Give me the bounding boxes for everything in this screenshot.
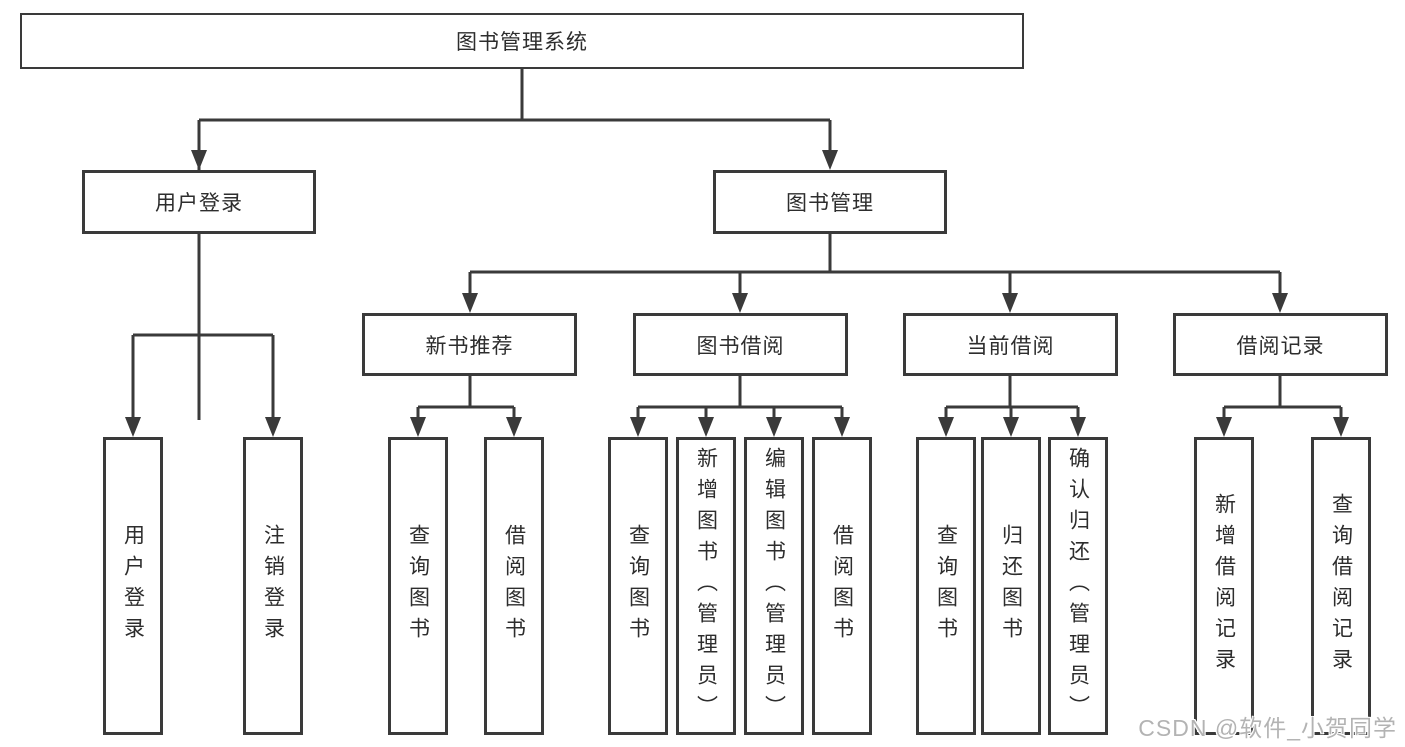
leaf-borrow-book-recommend: 借阅图书	[484, 437, 544, 735]
node-book-management: 图书管理	[713, 170, 947, 234]
connector-bookmgmt-to-level3	[462, 234, 1288, 313]
leaf-add-borrow-record-label: 新增借阅记录	[1212, 493, 1236, 679]
leaf-query-book-borrow-label: 查询图书	[626, 524, 650, 648]
leaf-user-login: 用户登录	[103, 437, 163, 735]
leaf-add-book-admin-label: 新增图书（管理员）	[694, 446, 718, 726]
leaf-add-borrow-record: 新增借阅记录	[1194, 437, 1254, 735]
node-user-login-label: 用户登录	[155, 192, 243, 215]
node-borrow-record: 借阅记录	[1173, 313, 1388, 376]
connector-root-to-level2	[191, 69, 838, 420]
leaf-return-book-label: 归还图书	[999, 524, 1023, 648]
leaf-borrow-book: 借阅图书	[812, 437, 872, 735]
node-book-management-label: 图书管理	[786, 192, 874, 215]
leaf-confirm-return-admin: 确认归还（管理员）	[1048, 437, 1108, 735]
leaf-edit-book-admin-label: 编辑图书（管理员）	[762, 446, 786, 726]
leaf-query-book-recommend: 查询图书	[388, 437, 448, 735]
leaf-query-book-borrow: 查询图书	[608, 437, 668, 735]
leaf-borrow-book-recommend-label: 借阅图书	[502, 524, 526, 648]
leaf-query-borrow-record-label: 查询借阅记录	[1329, 493, 1353, 679]
node-borrow-record-label: 借阅记录	[1236, 334, 1325, 358]
leaf-query-book-current-label: 查询图书	[934, 524, 958, 648]
node-user-login: 用户登录	[82, 170, 316, 234]
connector-newbookrec-to-leaves	[410, 376, 522, 437]
node-root-system-label: 图书管理系统	[456, 31, 588, 54]
connector-bookborrow-to-leaves	[630, 376, 850, 437]
node-book-borrow: 图书借阅	[633, 313, 848, 376]
leaf-logout: 注销登录	[243, 437, 303, 735]
leaf-edit-book-admin: 编辑图书（管理员）	[744, 437, 804, 735]
leaf-query-book-recommend-label: 查询图书	[406, 524, 430, 648]
connector-borrowrecord-to-leaves	[1216, 376, 1349, 437]
leaf-borrow-book-label: 借阅图书	[830, 524, 854, 648]
node-new-book-recommend: 新书推荐	[362, 313, 577, 376]
leaf-query-book-current: 查询图书	[916, 437, 976, 735]
node-current-borrow-label: 当前借阅	[966, 334, 1055, 358]
leaf-user-login-label: 用户登录	[121, 524, 145, 648]
node-book-borrow-label: 图书借阅	[696, 334, 785, 358]
node-root-system: 图书管理系统	[20, 13, 1024, 69]
leaf-logout-label: 注销登录	[261, 524, 285, 648]
leaf-add-book-admin: 新增图书（管理员）	[676, 437, 736, 735]
leaf-return-book: 归还图书	[981, 437, 1041, 735]
node-new-book-recommend-label: 新书推荐	[425, 334, 514, 358]
node-current-borrow: 当前借阅	[903, 313, 1118, 376]
connector-userlogin-to-leaves	[125, 234, 281, 437]
leaf-confirm-return-admin-label: 确认归还（管理员）	[1066, 446, 1090, 726]
connector-currentborrow-to-leaves	[938, 376, 1086, 437]
leaf-query-borrow-record: 查询借阅记录	[1311, 437, 1371, 735]
